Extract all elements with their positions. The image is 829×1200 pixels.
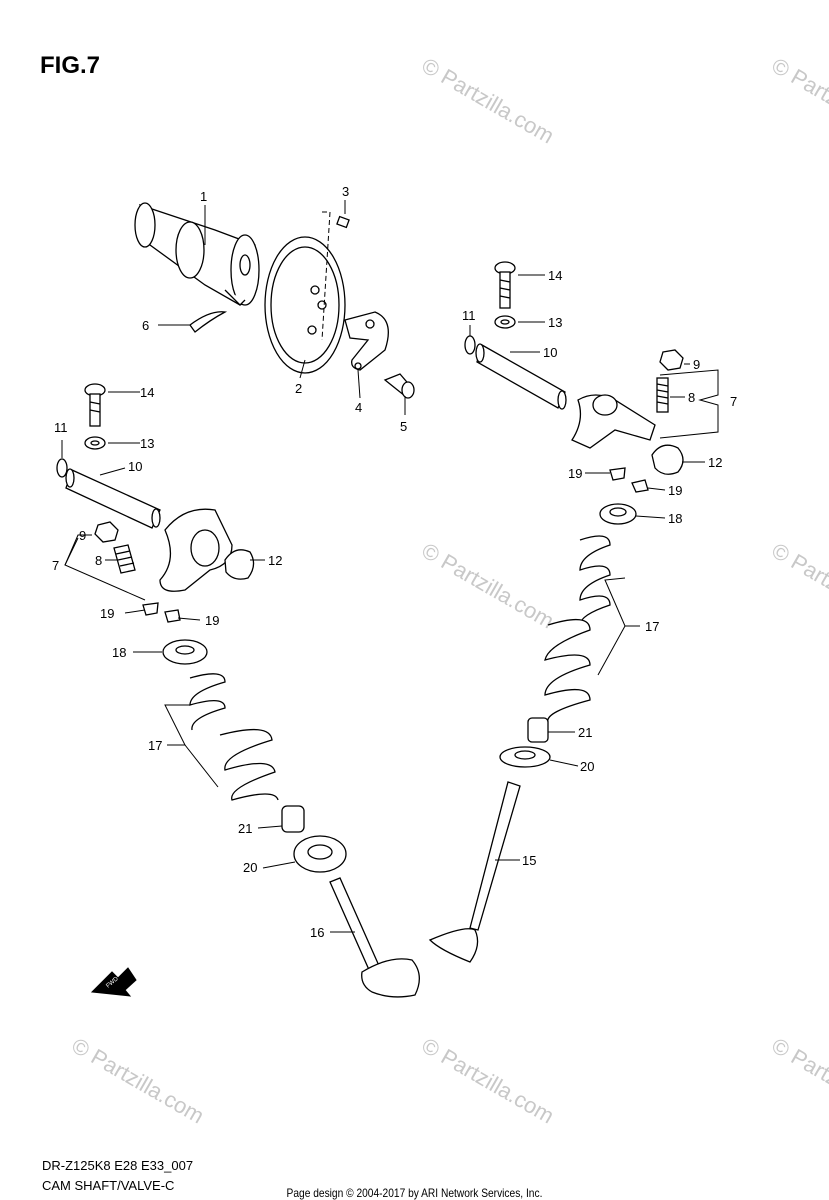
copyright-footer: Page design © 2004-2017 by ARI Network S…: [286, 1186, 543, 1200]
part-pin[interactable]: [336, 215, 350, 229]
callout-17-right: 17: [645, 619, 659, 634]
part-exhaust-valve[interactable]: [428, 781, 521, 963]
part-gasket-left[interactable]: [224, 549, 255, 580]
callout-12-left: 12: [268, 553, 282, 568]
part-adjust-screw-right[interactable]: [656, 377, 669, 413]
part-rocker-bolt-right[interactable]: [494, 261, 516, 309]
fwd-arrow: FWD: [90, 967, 137, 997]
callout-6: 6: [142, 318, 149, 333]
part-rocker-arm-left[interactable]: [159, 508, 233, 592]
callout-17-left: 17: [148, 738, 162, 753]
callout-19-left-a: 19: [100, 606, 114, 621]
part-rocker-shaft-left[interactable]: [65, 468, 161, 529]
part-valve-cotter-right-a[interactable]: [609, 467, 626, 481]
leader-lines: [61, 205, 719, 933]
watermark-text: © Partzilla.com: [768, 538, 829, 634]
part-valve-seal-left[interactable]: [281, 805, 305, 833]
callout-5: 5: [400, 419, 407, 434]
callout-20-left: 20: [243, 860, 257, 875]
callout-20-right: 20: [580, 759, 594, 774]
part-camshaft[interactable]: [134, 202, 260, 306]
watermark-text: © Partzilla.com: [418, 1033, 559, 1129]
part-bolt[interactable]: [383, 373, 415, 399]
callout-14-left: 14: [140, 385, 154, 400]
part-valve-seal-right[interactable]: [527, 717, 549, 743]
callout-4: 4: [355, 400, 362, 415]
callout-19-right-a: 19: [568, 466, 582, 481]
callout-8-left: 8: [95, 553, 102, 568]
callout-10-right: 10: [543, 345, 557, 360]
watermark-text: © Partzilla.com: [68, 1033, 209, 1129]
part-rocker-bolt-left[interactable]: [84, 383, 106, 427]
part-washer-left[interactable]: [84, 436, 106, 450]
callout-18-left: 18: [112, 645, 126, 660]
callout-9-left: 9: [79, 528, 86, 543]
callout-13-left: 13: [140, 436, 154, 451]
callout-19-left-b: 19: [205, 613, 219, 628]
part-spring-retainer-right[interactable]: [599, 503, 637, 525]
callout-14-right: 14: [548, 268, 562, 283]
watermark-text: © Partzilla.com: [768, 1033, 829, 1129]
part-adjust-nut-left[interactable]: [94, 521, 119, 543]
watermark-text: © Partzilla.com: [418, 538, 559, 634]
part-cam-sprocket[interactable]: [264, 236, 346, 374]
callout-11-right: 11: [462, 308, 476, 323]
callout-16: 16: [310, 925, 324, 940]
part-valve-cotter-left-b[interactable]: [164, 609, 181, 623]
diagram-caption: CAM SHAFT/VALVE-C: [42, 1178, 175, 1193]
part-washer-right[interactable]: [494, 315, 516, 329]
part-gasket-right[interactable]: [651, 444, 684, 475]
part-rocker-arm-right[interactable]: [571, 394, 656, 449]
part-valve-cotter-right-b[interactable]: [631, 479, 649, 493]
callout-8-right: 8: [688, 390, 695, 405]
model-code: DR-Z125K8 E28 E33_007: [42, 1158, 194, 1173]
callout-11-left: 11: [54, 420, 68, 435]
part-spring-seat-left[interactable]: [293, 835, 347, 873]
part-o-ring-left[interactable]: [56, 458, 68, 478]
callout-1: 1: [200, 189, 207, 204]
part-rocker-shaft-right[interactable]: [475, 343, 567, 410]
callout-2: 2: [295, 381, 302, 396]
callout-21-left: 21: [238, 821, 252, 836]
part-o-ring-right[interactable]: [464, 335, 476, 355]
part-spring-seat-right[interactable]: [499, 746, 551, 768]
callout-9-right: 9: [693, 357, 700, 372]
callout-18-right: 18: [668, 511, 682, 526]
callout-7-right: 7: [730, 394, 737, 409]
part-spring-retainer-left[interactable]: [162, 639, 208, 665]
callout-10-left: 10: [128, 459, 142, 474]
part-adjust-screw-left[interactable]: [113, 544, 136, 574]
callout-13-right: 13: [548, 315, 562, 330]
figure-title: FIG.7: [40, 52, 101, 79]
callout-19-right-b: 19: [668, 483, 682, 498]
part-valve-cotter-left-a[interactable]: [142, 602, 159, 616]
callout-3: 3: [342, 184, 349, 199]
part-retainer-plate[interactable]: [344, 311, 389, 371]
part-valve-spring-right[interactable]: [544, 535, 611, 723]
callout-21-right: 21: [578, 725, 592, 740]
part-adjust-nut-right[interactable]: [659, 349, 684, 371]
watermark-text: © Partzilla.com: [768, 53, 829, 149]
callout-labels: 1 2 3 4 5 6 14 13 11 10 9 8 7 12 19 19 1…: [52, 184, 737, 940]
part-intake-valve[interactable]: [329, 877, 420, 998]
callout-7-left: 7: [52, 558, 59, 573]
watermark-text: © Partzilla.com: [418, 53, 559, 149]
callout-15: 15: [522, 853, 536, 868]
part-clip[interactable]: [189, 311, 228, 333]
part-valve-spring-left[interactable]: [189, 673, 279, 801]
callout-12-right: 12: [708, 455, 722, 470]
